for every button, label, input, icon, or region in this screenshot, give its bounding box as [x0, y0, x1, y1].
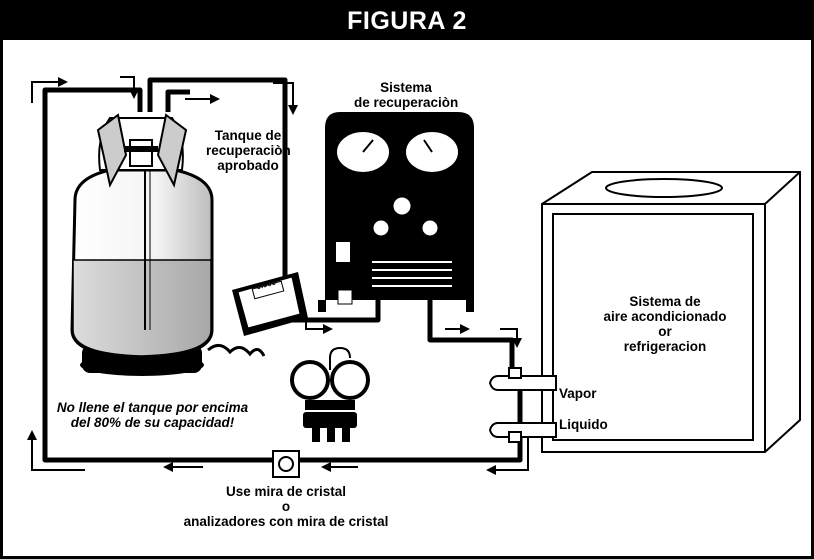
sight-glass [272, 450, 300, 478]
tank-label: Tanque de recuperaciòn aprobado [206, 128, 291, 173]
recovery-tank [70, 113, 214, 376]
digital-scale [207, 272, 308, 357]
flow-arrow [27, 430, 85, 471]
recovery-machine [318, 112, 474, 312]
flow-arrow [500, 328, 522, 348]
service-pipes [488, 367, 557, 443]
ac-system [541, 171, 801, 453]
flow-arrow [305, 316, 333, 334]
fill-warning: No llene el tanque por encima del 80% de… [56, 400, 249, 430]
flow-arrow [486, 430, 529, 475]
figure-title: FIGURA 2 [347, 7, 467, 35]
vapor-label: Vapor [559, 386, 597, 401]
title-bar: FIGURA 2 [3, 3, 811, 40]
manifold-gauges [290, 346, 370, 442]
ac-system-label: Sistema de aire acondicionado or refrige… [603, 294, 727, 354]
flow-arrow [273, 82, 298, 115]
liquid-label: Liquido [559, 417, 608, 432]
flow-arrow [31, 77, 68, 103]
flow-arrows [27, 76, 529, 475]
recovery-system-label: Sistema de recuperaciòn [354, 80, 459, 110]
sight-glass-label: Use mira de cristal o analizadores con m… [183, 484, 389, 529]
flow-arrow [120, 76, 139, 99]
